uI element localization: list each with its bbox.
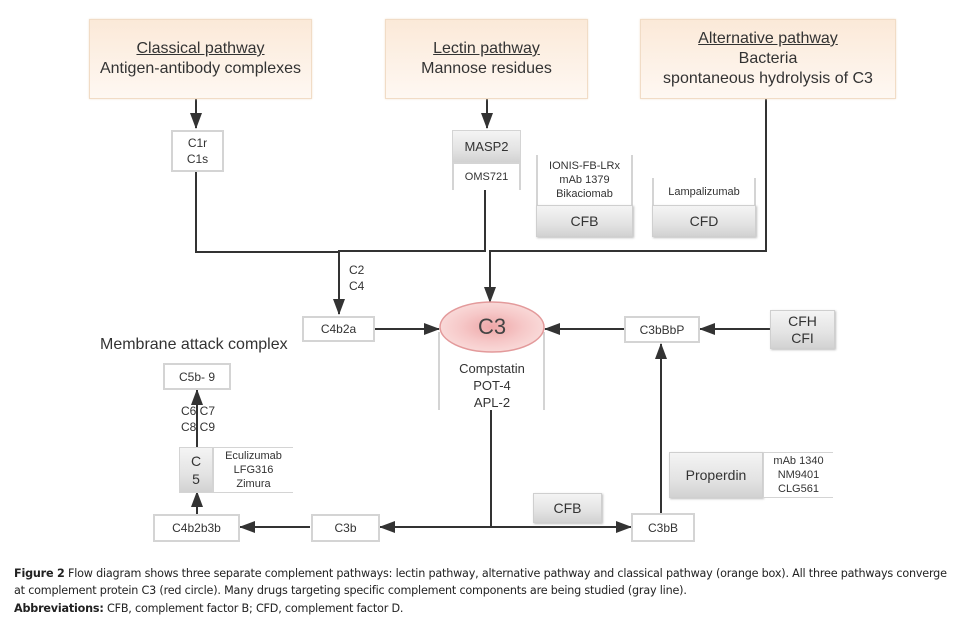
masp2-drug-box: OMS721 bbox=[452, 163, 521, 190]
c5b9-node: C5b- 9 bbox=[163, 363, 231, 390]
lectin-pathway-title: Lectin pathway bbox=[433, 40, 540, 57]
c3b-label: C3b bbox=[334, 521, 357, 535]
abbreviations-label: Abbreviations: bbox=[14, 602, 104, 615]
c3bb-node: C3bB bbox=[631, 513, 695, 542]
cfb-lower-node: CFB bbox=[533, 493, 602, 523]
c1s-label: C1s bbox=[186, 152, 209, 166]
c6-c9-label: C6 C7 C8 C9 bbox=[181, 403, 215, 435]
properdin-drug-2: NM9401 bbox=[777, 469, 820, 481]
properdin-node: Properdin bbox=[669, 452, 763, 498]
abbreviations-text: CFB, complement factor B; CFD, complemen… bbox=[103, 602, 404, 615]
c5-label-2: 5 bbox=[192, 471, 200, 487]
classical-pathway-box: Classical pathway Antigen-antibody compl… bbox=[89, 19, 312, 99]
lectin-pathway-subtitle: Mannose residues bbox=[421, 60, 552, 77]
c4b2b3b-label: C4b2b3b bbox=[172, 521, 221, 535]
c4-label: C4 bbox=[349, 279, 365, 293]
alternative-pathway-line1: Bacteria bbox=[738, 50, 798, 67]
alternative-pathway-box: Alternative pathway Bacteria spontaneous… bbox=[640, 19, 896, 99]
cfh-label: CFH bbox=[788, 312, 817, 329]
lampalizumab-label: Lampalizumab bbox=[668, 185, 740, 198]
properdin-label: Properdin bbox=[685, 467, 747, 483]
cfd-drug-box: Lampalizumab bbox=[652, 178, 756, 205]
figure-text: Flow diagram shows three separate comple… bbox=[14, 567, 947, 597]
c5-label-1: C bbox=[190, 453, 202, 469]
cfb-drug-box: IONIS-FB-LRx mAb 1379 Bikaciomab bbox=[536, 155, 633, 205]
c2-label: C2 bbox=[349, 263, 365, 277]
c3-label: C3 bbox=[477, 314, 507, 339]
properdin-drug-box: mAb 1340 NM9401 CLG561 bbox=[763, 452, 833, 498]
c1r-c1s-node: C1r C1s bbox=[171, 130, 224, 172]
c3bb-label: C3bB bbox=[647, 520, 679, 535]
line-classical-lectin-merge bbox=[195, 172, 340, 253]
abbreviations: Abbreviations: CFB, complement factor B;… bbox=[14, 600, 959, 617]
line-alternative-to-c3 bbox=[484, 99, 767, 303]
c5-drug-1: Eculizumab bbox=[225, 450, 282, 462]
cfd-label: CFD bbox=[689, 213, 719, 229]
c2-c4-label: C2 C4 bbox=[349, 262, 364, 294]
c3bbbp-label: C3bBbP bbox=[639, 322, 685, 337]
cfb-upper-label: CFB bbox=[570, 213, 599, 229]
c5-drug-2: LFG316 bbox=[233, 464, 274, 476]
c3-node-shape bbox=[439, 301, 545, 353]
masp2-label: MASP2 bbox=[464, 139, 509, 154]
cfd-node: CFD bbox=[652, 205, 756, 237]
classical-pathway-subtitle: Antigen-antibody complexes bbox=[99, 60, 301, 77]
c5-drug-3: Zimura bbox=[236, 478, 271, 490]
c5-node: C 5 bbox=[179, 447, 213, 493]
c8-c9-label: C8 C9 bbox=[181, 420, 216, 434]
c4b2a-label: C4b2a bbox=[320, 322, 357, 336]
cfb-drug-1: IONIS-FB-LRx bbox=[549, 160, 620, 172]
cfb-drug-3: Bikaciomab bbox=[556, 188, 613, 200]
c3-node: C3 bbox=[440, 313, 544, 341]
c5-drug-box: Eculizumab LFG316 Zimura bbox=[213, 447, 293, 493]
c3-drug-list: Compstatin POT-4 APL-2 bbox=[440, 360, 544, 411]
line-masp2-merge bbox=[333, 190, 486, 315]
c6-c7-label: C6 C7 bbox=[181, 404, 216, 418]
properdin-drug-3: CLG561 bbox=[778, 483, 819, 495]
masp2-node: MASP2 bbox=[452, 130, 521, 163]
properdin-drug-1: mAb 1340 bbox=[773, 455, 824, 467]
c5b9-label: C5b- 9 bbox=[178, 369, 216, 384]
c4b2a-node: C4b2a bbox=[302, 316, 375, 342]
figure-caption: Figure 2 Flow diagram shows three separa… bbox=[14, 565, 959, 599]
cfb-upper-node: CFB bbox=[536, 205, 633, 237]
cfi-label: CFI bbox=[791, 329, 814, 346]
c3-drug-3: APL-2 bbox=[473, 395, 511, 410]
alternative-pathway-title: Alternative pathway bbox=[698, 30, 838, 47]
c1r-label: C1r bbox=[187, 136, 208, 150]
mac-title: Membrane attack complex bbox=[100, 336, 288, 353]
c4b2b3b-node: C4b2b3b bbox=[153, 514, 240, 542]
cfh-cfi-node: CFH CFI bbox=[770, 310, 835, 349]
c3b-node: C3b bbox=[311, 514, 380, 542]
lectin-pathway-box: Lectin pathway Mannose residues bbox=[385, 19, 588, 99]
alternative-pathway-line2: spontaneous hydrolysis of C3 bbox=[663, 70, 873, 87]
oms721-label: OMS721 bbox=[464, 171, 509, 183]
c3-drug-2: POT-4 bbox=[473, 378, 511, 393]
classical-pathway-title: Classical pathway bbox=[136, 40, 265, 57]
c3bbbp-node: C3bBbP bbox=[624, 316, 700, 343]
c3-drug-1: Compstatin bbox=[459, 361, 525, 376]
cfb-drug-2: mAb 1379 bbox=[559, 174, 610, 186]
figure-label: Figure 2 bbox=[14, 567, 65, 580]
cfb-lower-label: CFB bbox=[553, 500, 582, 516]
